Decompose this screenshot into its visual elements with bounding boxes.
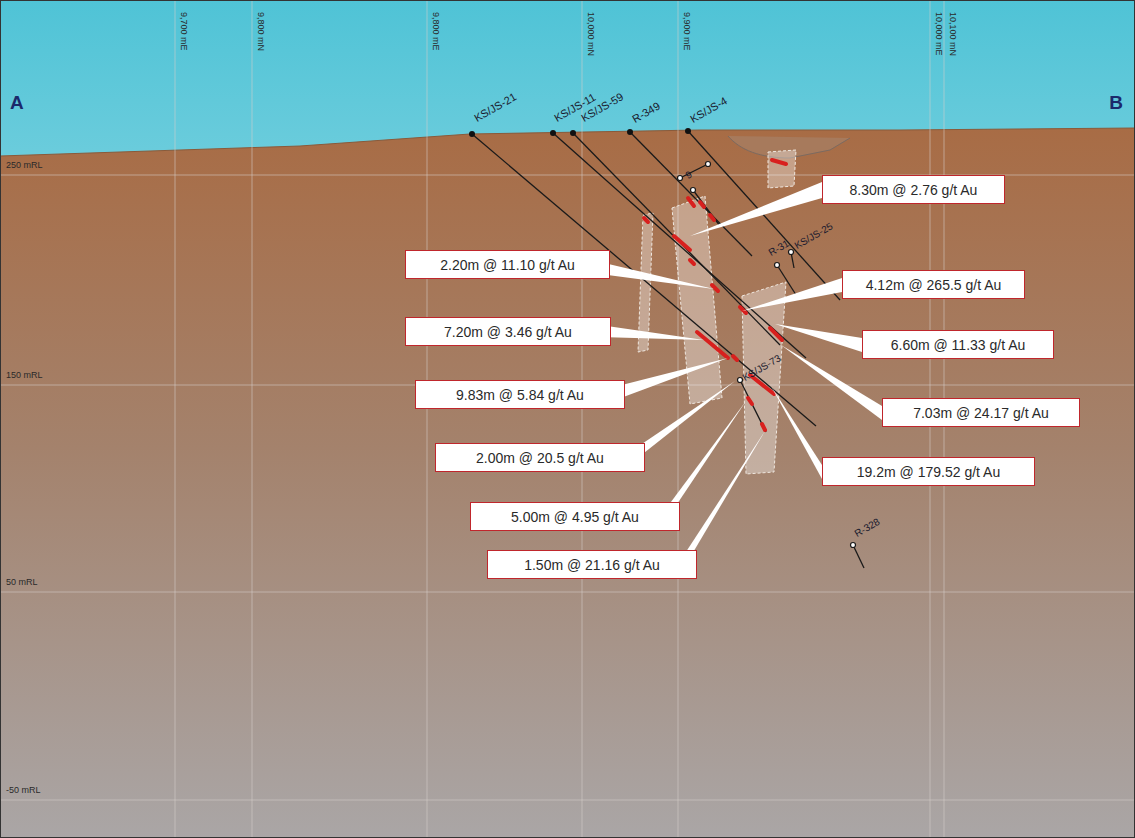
assay-text: 7.20m @ 3.46 g/t Au: [444, 324, 572, 340]
assay-text: 6.60m @ 11.33 g/t Au: [891, 337, 1026, 353]
assay-text: 5.00m @ 4.95 g/t Au: [511, 509, 639, 525]
grid-label: 9,800 mN: [256, 12, 266, 51]
elevation-label: -50 mRL: [6, 785, 41, 795]
grid-label: 10,100 mN: [948, 12, 958, 56]
assay-text: 2.20m @ 11.10 g/t Au: [440, 257, 575, 273]
assay-callout: 4.12m @ 265.5 g/t Au: [842, 270, 1025, 299]
assay-callout: 9.83m @ 5.84 g/t Au: [415, 380, 625, 409]
grid-label: 10,000 mN: [586, 12, 596, 56]
assay-callout: 7.20m @ 3.46 g/t Au: [405, 317, 611, 346]
assay-callout: 2.20m @ 11.10 g/t Au: [405, 250, 610, 279]
section-end: B: [1109, 92, 1123, 114]
assay-callout: 19.2m @ 179.52 g/t Au: [822, 457, 1035, 486]
assay-callout: 6.60m @ 11.33 g/t Au: [862, 330, 1054, 359]
assay-callout: 2.00m @ 20.5 g/t Au: [435, 443, 645, 472]
elevation-label: 250 mRL: [6, 160, 43, 170]
assay-text: 1.50m @ 21.16 g/t Au: [524, 557, 660, 573]
assay-text: 4.12m @ 265.5 g/t Au: [866, 277, 1002, 293]
grid-label: 10,000 mE: [934, 12, 944, 56]
assay-text: 9.83m @ 5.84 g/t Au: [456, 387, 584, 403]
grid-label: 9,700 mE: [179, 12, 189, 51]
assay-text: 19.2m @ 179.52 g/t Au: [857, 464, 1000, 480]
assay-text: 7.03m @ 24.17 g/t Au: [913, 405, 1049, 421]
assay-callout: 5.00m @ 4.95 g/t Au: [470, 502, 680, 531]
assay-callout: 8.30m @ 2.76 g/t Au: [822, 175, 1005, 204]
elevation-label: 50 mRL: [6, 577, 38, 587]
grid-label: 9,900 mE: [682, 12, 692, 51]
assay-text: 8.30m @ 2.76 g/t Au: [850, 182, 978, 198]
assay-callout: 1.50m @ 21.16 g/t Au: [487, 550, 697, 579]
grid-label: 9,800 mE: [431, 12, 441, 51]
assay-callout: 7.03m @ 24.17 g/t Au: [882, 398, 1080, 427]
elevation-label: 150 mRL: [6, 370, 43, 380]
section-end: A: [10, 92, 24, 114]
assay-text: 2.00m @ 20.5 g/t Au: [476, 450, 604, 466]
